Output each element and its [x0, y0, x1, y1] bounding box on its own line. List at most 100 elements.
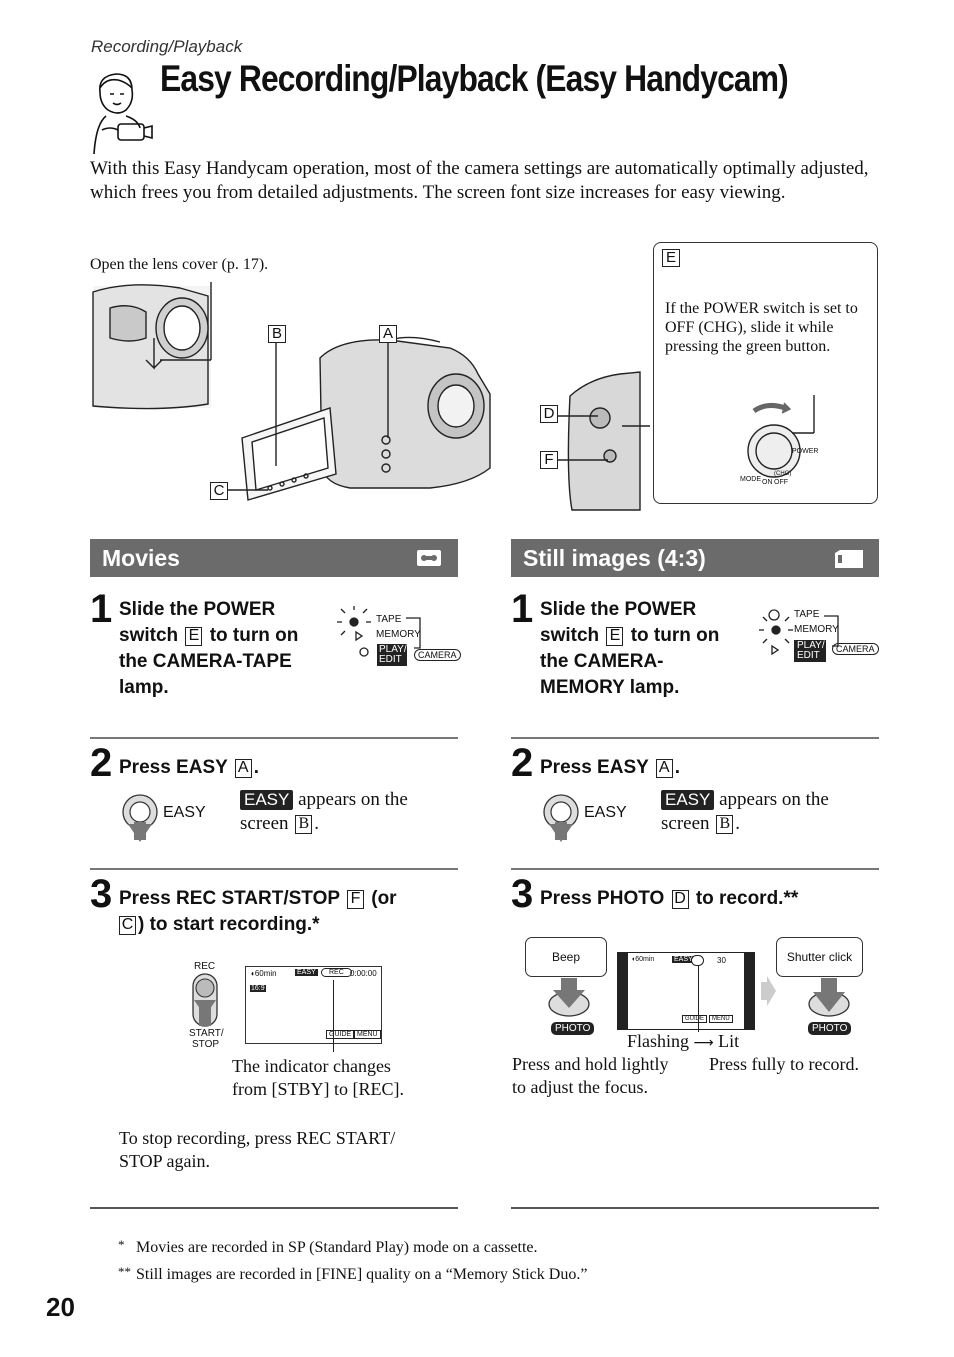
- movies-step3-number: 3: [90, 872, 113, 916]
- movies-easy-appears-text: EASY appears on the screen B.: [240, 789, 408, 834]
- switch-off-label: OFF: [774, 479, 788, 486]
- stills-step1-line3: the CAMERA-: [540, 651, 664, 672]
- lamp-camera-label: CAMERA: [832, 643, 879, 655]
- movies-step1-line3: the CAMERA-TAPE: [119, 651, 292, 672]
- shutter-click-callout: Shutter click: [776, 937, 863, 977]
- movies-lcd-screen: ◖60min EASY REC 0:00:00 16:9 GUIDE MENU: [245, 966, 382, 1044]
- stills-divider-2: [511, 868, 879, 870]
- lcd-battery-indicator: ◖60min: [250, 969, 277, 978]
- label-a: A: [379, 325, 397, 343]
- rec-label: REC: [194, 961, 216, 972]
- page-number: 20: [46, 1292, 75, 1322]
- movies-lamp-diagram: TAPE MEMORY PLAY/EDIT CAMERA: [334, 602, 464, 672]
- stills-divider-3: [511, 1207, 879, 1209]
- lamp-tape-label: TAPE: [794, 609, 820, 620]
- stills-step3-box-d: D: [671, 890, 689, 909]
- lamp-camera-label: CAMERA: [414, 649, 461, 661]
- start-stop-label: START/STOP: [189, 1028, 224, 1050]
- lcd-easy-indicator: EASY: [295, 969, 318, 976]
- callout-label-e: E: [662, 249, 680, 267]
- photo-button-half-press-icon: [548, 978, 590, 1017]
- lcd-battery-indicator: ◖60min: [631, 956, 655, 963]
- lcd-menu-button: MENU: [354, 1030, 381, 1039]
- label-c: C: [210, 482, 228, 500]
- photo-button-label-2: PHOTO: [808, 1022, 852, 1035]
- lcd-menu-button: MENU: [709, 1015, 733, 1023]
- movies-step2-text: Press EASY A.: [119, 757, 260, 778]
- stills-lamp-diagram: TAPE MEMORY PLAY/EDIT CAMERA: [756, 604, 880, 668]
- lamp-play-edit-label: PLAY/EDIT: [797, 640, 825, 661]
- lens-cover-caption: Open the lens cover (p. 17).: [90, 256, 269, 273]
- lcd-time-counter: 0:00:00: [350, 969, 377, 978]
- callout-text: If the POWER switch is set to OFF (CHG),…: [665, 300, 858, 355]
- stills-heading-text: Still images (4:3): [523, 545, 706, 571]
- movies-divider-3: [90, 1207, 458, 1209]
- intro-paragraph: With this Easy Handycam operation, most …: [90, 158, 869, 203]
- movies-step1-line2: switch E to turn on: [119, 625, 299, 646]
- handycam-mascot-icon: [93, 73, 153, 155]
- movies-step1-line1: Slide the POWER: [119, 599, 276, 620]
- label-f: F: [540, 451, 558, 469]
- movies-divider-1: [90, 737, 458, 739]
- full-press-note: Press fully to record.: [709, 1054, 859, 1074]
- stills-step3-text: Press PHOTO D to record.**: [540, 888, 799, 909]
- lamp-memory-label: MEMORY: [794, 624, 839, 635]
- stills-step1-text: Slide the POWER switch E to turn on the …: [540, 597, 755, 701]
- switch-on-label: ON: [762, 479, 773, 486]
- stills-step2-text: Press EASY A.: [540, 757, 681, 778]
- stills-divider-1: [511, 737, 879, 739]
- footnote-2: **Still images are recorded in [FINE] qu…: [118, 1264, 588, 1283]
- movies-step1-line4: lamp.: [119, 677, 169, 698]
- movies-heading-text: Movies: [102, 545, 180, 571]
- lcd-rec-indicator: REC: [321, 968, 352, 977]
- lcd-easy-indicator: EASY: [672, 956, 695, 963]
- stills-easy-badge: EASY: [661, 790, 715, 810]
- movies-step1-text: Slide the POWER switch E to turn on the …: [119, 597, 334, 701]
- stills-step2-number: 2: [511, 741, 534, 785]
- movies-easy-badge: EASY: [240, 790, 294, 810]
- lcd-guide-button: GUIDE: [682, 1015, 708, 1023]
- movies-divider-2: [90, 868, 458, 870]
- footnote-1: *Movies are recorded in SP (Standard Pla…: [118, 1237, 538, 1256]
- switch-chg-label: (CHG): [774, 471, 792, 477]
- flashing-lit-note: Flashing ⟶ Lit: [627, 1031, 740, 1051]
- movies-step2-box-a: A: [234, 759, 252, 778]
- stills-step3-number: 3: [511, 872, 534, 916]
- lamp-indicator-icon: [337, 606, 421, 666]
- beep-callout: Beep: [525, 937, 607, 977]
- camcorder-illustration: [92, 282, 650, 511]
- movies-step3-box-c: C: [119, 916, 136, 935]
- movies-step1-number: 1: [90, 587, 113, 631]
- stills-step1-line2: switch E to turn on: [540, 625, 720, 646]
- movies-step2-number: 2: [90, 741, 113, 785]
- lcd-focus-indicator: [691, 955, 704, 966]
- stills-step2-box-a: A: [655, 759, 673, 778]
- page-title: Easy Recording/Playback (Easy Handycam): [160, 58, 789, 99]
- stills-heading: Still images (4:3): [511, 539, 879, 577]
- lamp-indicator-icon: [759, 609, 839, 662]
- section-label: Recording/Playback: [91, 37, 243, 56]
- lcd-wide-indicator: 16:9: [250, 985, 266, 992]
- photo-button-label-1: PHOTO: [551, 1022, 595, 1035]
- stills-step2-box-b: B: [716, 815, 734, 834]
- movies-step3-text: Press REC START/STOP F (or C) to start r…: [119, 888, 397, 935]
- switch-mode-label: MODE: [740, 476, 761, 483]
- label-b: B: [268, 325, 286, 343]
- easy-button-icon: [543, 794, 579, 842]
- focus-leader-line: [698, 966, 699, 1032]
- stills-step1-line4: MEMORY lamp.: [540, 677, 680, 698]
- stills-easy-appears-text: EASY appears on the screen B.: [661, 789, 829, 834]
- photo-button-full-press-icon: [808, 978, 850, 1017]
- stills-step1-box-e: E: [606, 627, 624, 646]
- lamp-play-edit-label: PLAY/EDIT: [379, 644, 407, 665]
- movies-step2-box-b: B: [295, 815, 313, 834]
- lamp-memory-label: MEMORY: [376, 629, 421, 640]
- memory-stick-icon: [835, 550, 863, 568]
- movies-easy-button-label: EASY: [163, 804, 206, 821]
- easy-button-icon: [122, 794, 158, 842]
- movies-heading: Movies: [90, 539, 458, 577]
- label-d: D: [540, 405, 558, 423]
- stop-recording-note: To stop recording, press REC START/STOP …: [119, 1128, 396, 1171]
